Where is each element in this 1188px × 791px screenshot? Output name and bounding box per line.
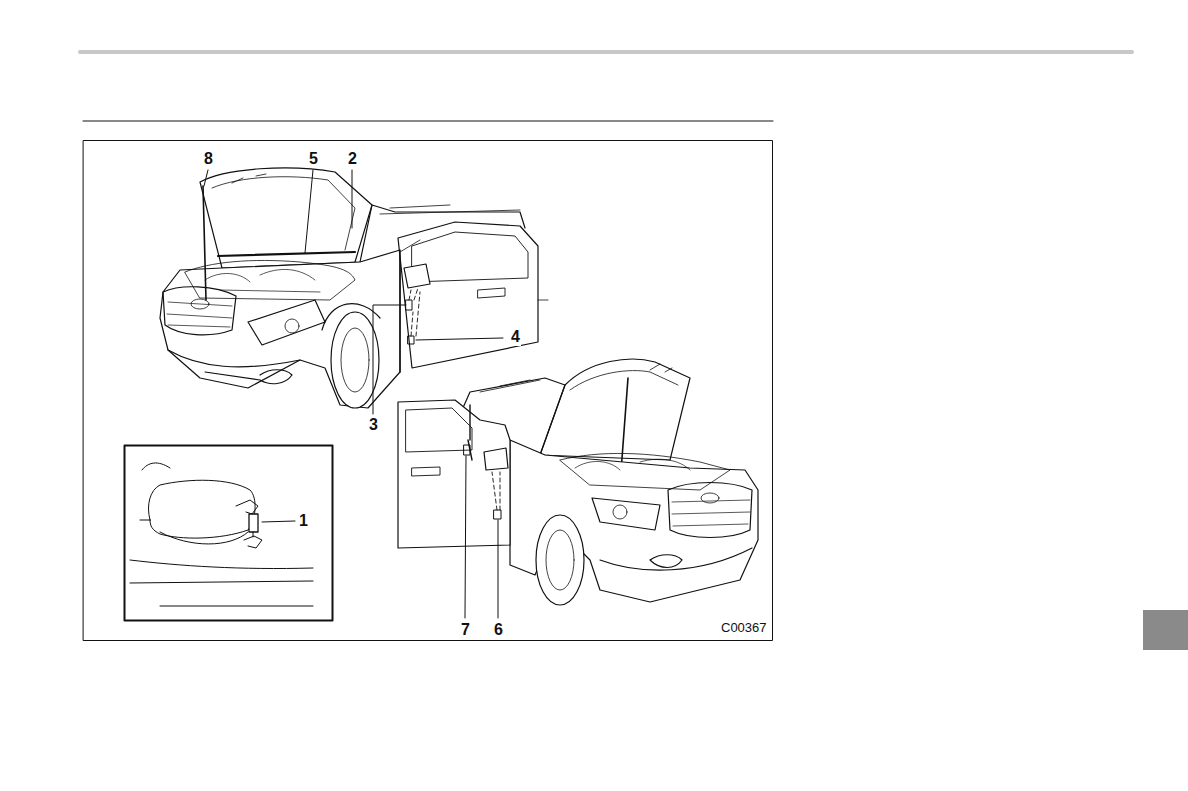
inset-frame [125,446,333,621]
callout-number: 7 [460,621,471,639]
callout-number: 3 [368,416,379,434]
callout-number: 5 [308,150,319,168]
callout-number: 4 [510,328,521,346]
callout-number: 6 [493,621,504,639]
car-right [398,359,758,605]
figure-code: C00367 [720,619,768,637]
section-rule [83,121,773,122]
door [398,400,510,548]
leader-lines [204,170,503,618]
door [398,222,538,368]
figure-frame [84,141,773,641]
callout-number: 2 [347,150,358,168]
callout-number: 8 [203,150,214,168]
car-left [160,168,548,408]
header-rule [80,50,1132,54]
chapter-tab [1143,610,1188,650]
callout-number: 1 [298,512,309,530]
seat-inset [130,463,313,606]
hood [540,359,690,460]
hood [200,168,372,268]
body [160,250,400,408]
